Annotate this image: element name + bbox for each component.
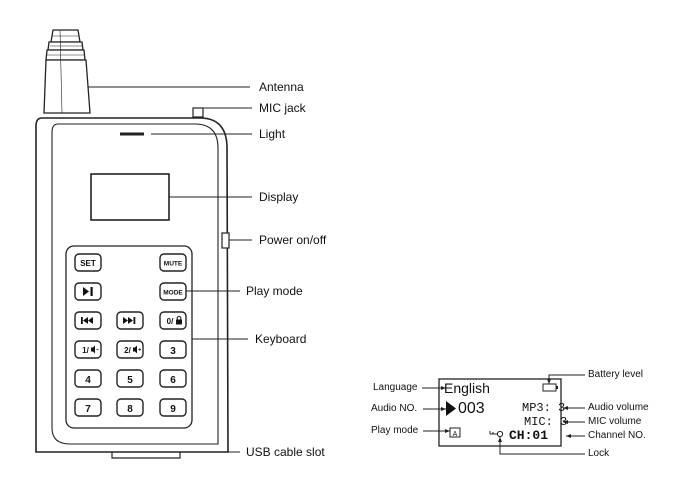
callout-play-mode: Play mode xyxy=(246,284,303,298)
next-icon xyxy=(123,317,136,324)
mic-jack xyxy=(192,107,204,118)
channel-up-key[interactable] xyxy=(116,340,144,359)
set-key-label: SET xyxy=(80,259,96,268)
play-pause-icon xyxy=(83,287,93,296)
callout-light: Light xyxy=(259,127,286,141)
digit-3-label: 3 xyxy=(170,346,176,357)
callout-usb: USB cable slot xyxy=(246,445,325,459)
digit-9-key[interactable] xyxy=(159,398,187,417)
play-arrow-icon xyxy=(446,401,456,416)
lcd-mic-volume: MIC: 3 xyxy=(524,415,568,429)
callout-display: Display xyxy=(259,190,299,204)
digit-6-label: 6 xyxy=(170,375,176,386)
digit-6-key[interactable] xyxy=(159,369,187,388)
lcd-language-value: English xyxy=(444,380,490,396)
device-leader-lines xyxy=(88,86,252,453)
lcd-audio-number: 003 xyxy=(458,400,485,417)
callout-keyboard: Keyboard xyxy=(255,332,307,346)
lock-glyph-icon xyxy=(176,315,182,325)
lcd-arrowheads xyxy=(441,379,571,442)
digit-8-label: 8 xyxy=(127,404,133,415)
digit-5-label: 5 xyxy=(127,375,133,386)
digit-4-key[interactable] xyxy=(74,369,102,388)
lcd-callout-language: Language xyxy=(373,382,418,393)
channel-down-key[interactable] xyxy=(74,340,102,359)
lcd-callout-audio-no: Audio NO. xyxy=(371,403,418,414)
lcd-panel: A xyxy=(438,378,562,447)
lcd-callout-audio-volume: Audio volume xyxy=(588,402,649,413)
channel-up-key-label: 2/ xyxy=(124,346,131,355)
lcd-callout-play-mode: Play mode xyxy=(371,425,419,436)
lcd-callout-battery: Battery level xyxy=(588,369,644,380)
callout-mic-jack: MIC jack xyxy=(259,101,306,115)
speaker-up-icon xyxy=(133,345,141,354)
lcd-callout-lock: Lock xyxy=(588,448,610,459)
antenna xyxy=(43,29,91,114)
battery-tip xyxy=(556,386,558,389)
digit-7-key[interactable] xyxy=(74,398,102,417)
callout-power: Power on/off xyxy=(259,233,327,247)
speaker-down-icon xyxy=(91,345,99,354)
lock-key-label: 0/ xyxy=(167,317,174,326)
lcd-mp3-volume: MP3: 3 xyxy=(522,401,566,415)
power-switch xyxy=(221,232,230,249)
digit-9-label: 9 xyxy=(170,404,176,415)
play-mode-box xyxy=(449,427,461,438)
set-key[interactable] xyxy=(74,253,102,272)
lcd-channel-number: CH:01 xyxy=(509,428,549,443)
digit-5-key[interactable] xyxy=(116,369,144,388)
mode-key-label: MODE xyxy=(163,290,183,297)
play-mode-box-letter: A xyxy=(453,431,458,438)
mute-key[interactable] xyxy=(159,253,187,272)
previous-icon xyxy=(81,317,93,324)
digit-8-key[interactable] xyxy=(116,398,144,417)
usb-slot xyxy=(111,452,181,459)
channel-down-key-label: 1/ xyxy=(82,346,89,355)
mute-key-label: MUTE xyxy=(164,261,183,268)
digit-7-label: 7 xyxy=(85,404,91,415)
lcd-callout-channel-no: Channel NO. xyxy=(588,430,646,441)
lock-symbol-icon xyxy=(489,430,504,438)
callout-antenna: Antenna xyxy=(259,80,304,94)
battery-icon xyxy=(542,383,557,392)
display-window xyxy=(90,173,170,221)
lcd-callout-mic-volume: MIC volume xyxy=(588,416,642,427)
digit-3-key[interactable] xyxy=(159,340,187,359)
digit-4-label: 4 xyxy=(85,375,91,386)
